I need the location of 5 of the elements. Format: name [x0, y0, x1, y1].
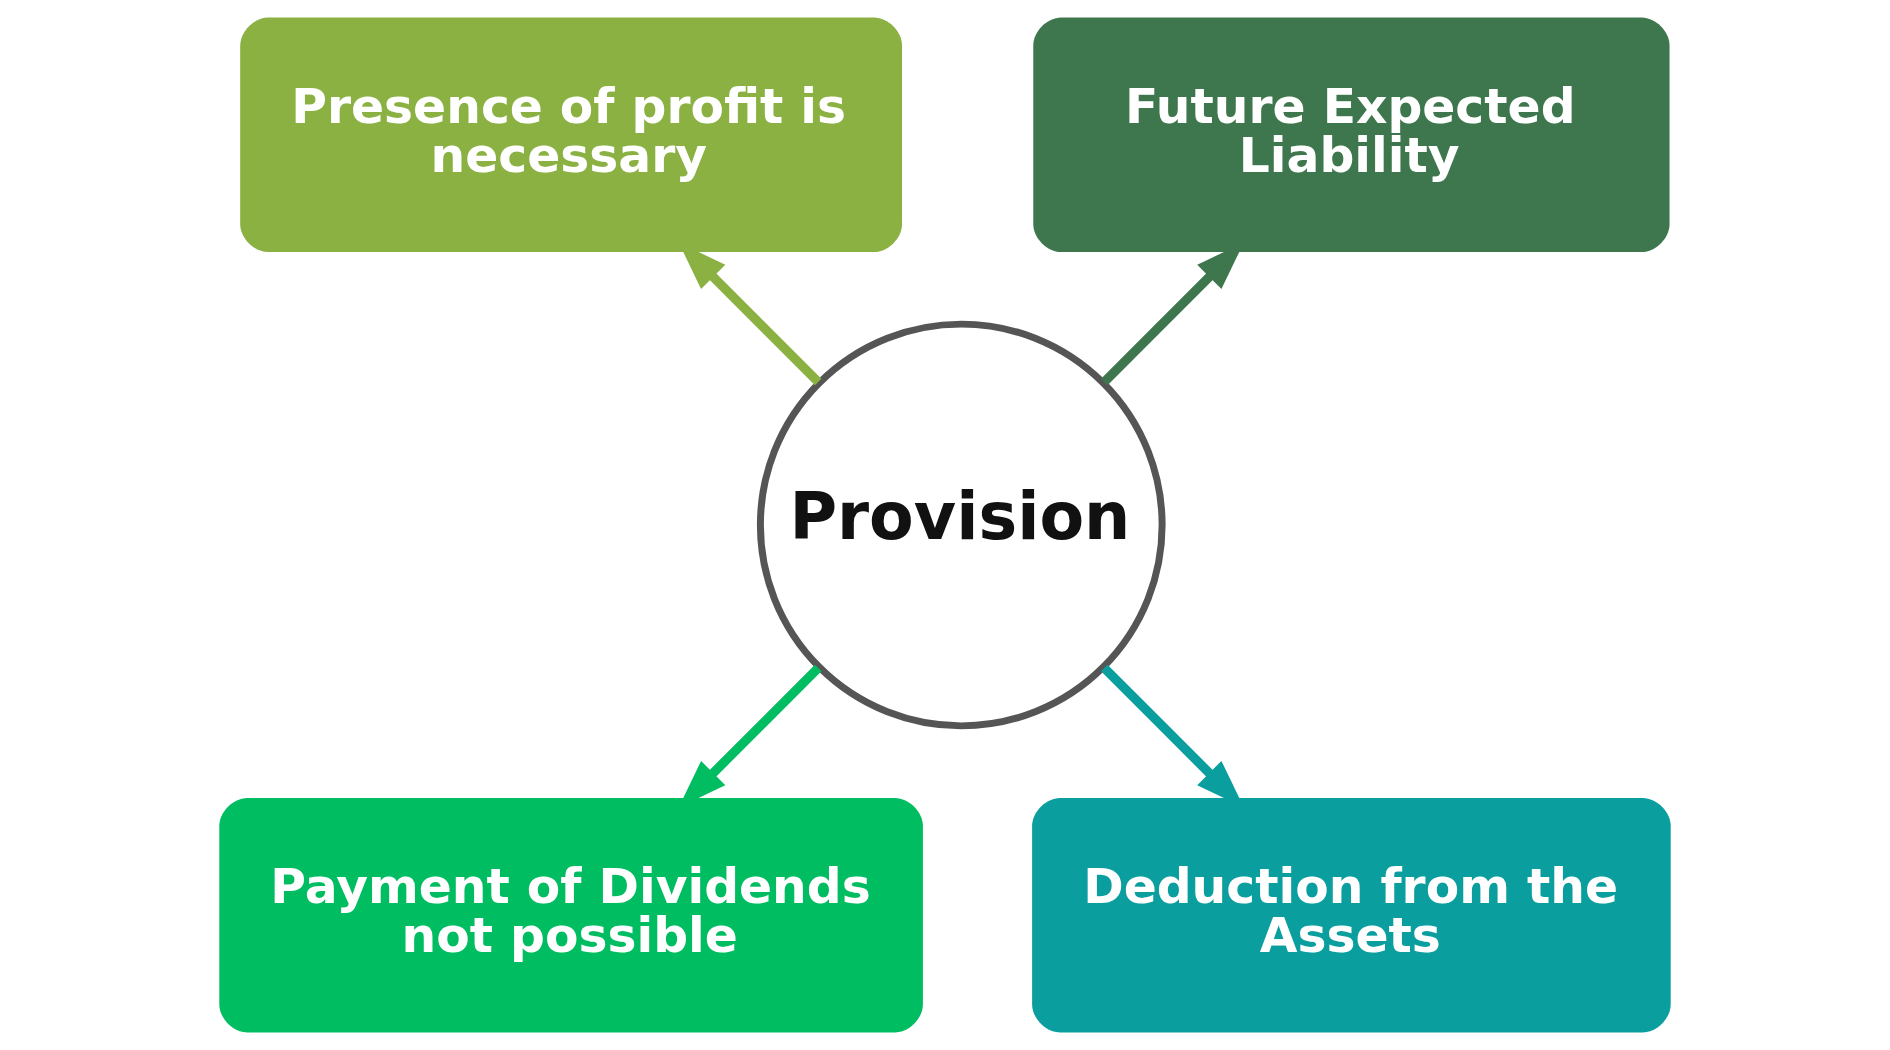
- node-box: Future Expected Liability: [1033, 17, 1670, 253]
- node-circle: Provision: [756, 320, 1166, 730]
- node-box: Deduction from the Assets: [1032, 797, 1671, 1033]
- node-box: Payment of Dividends not possible: [219, 797, 923, 1033]
- node-box: Presence of profit is necessary: [240, 17, 902, 253]
